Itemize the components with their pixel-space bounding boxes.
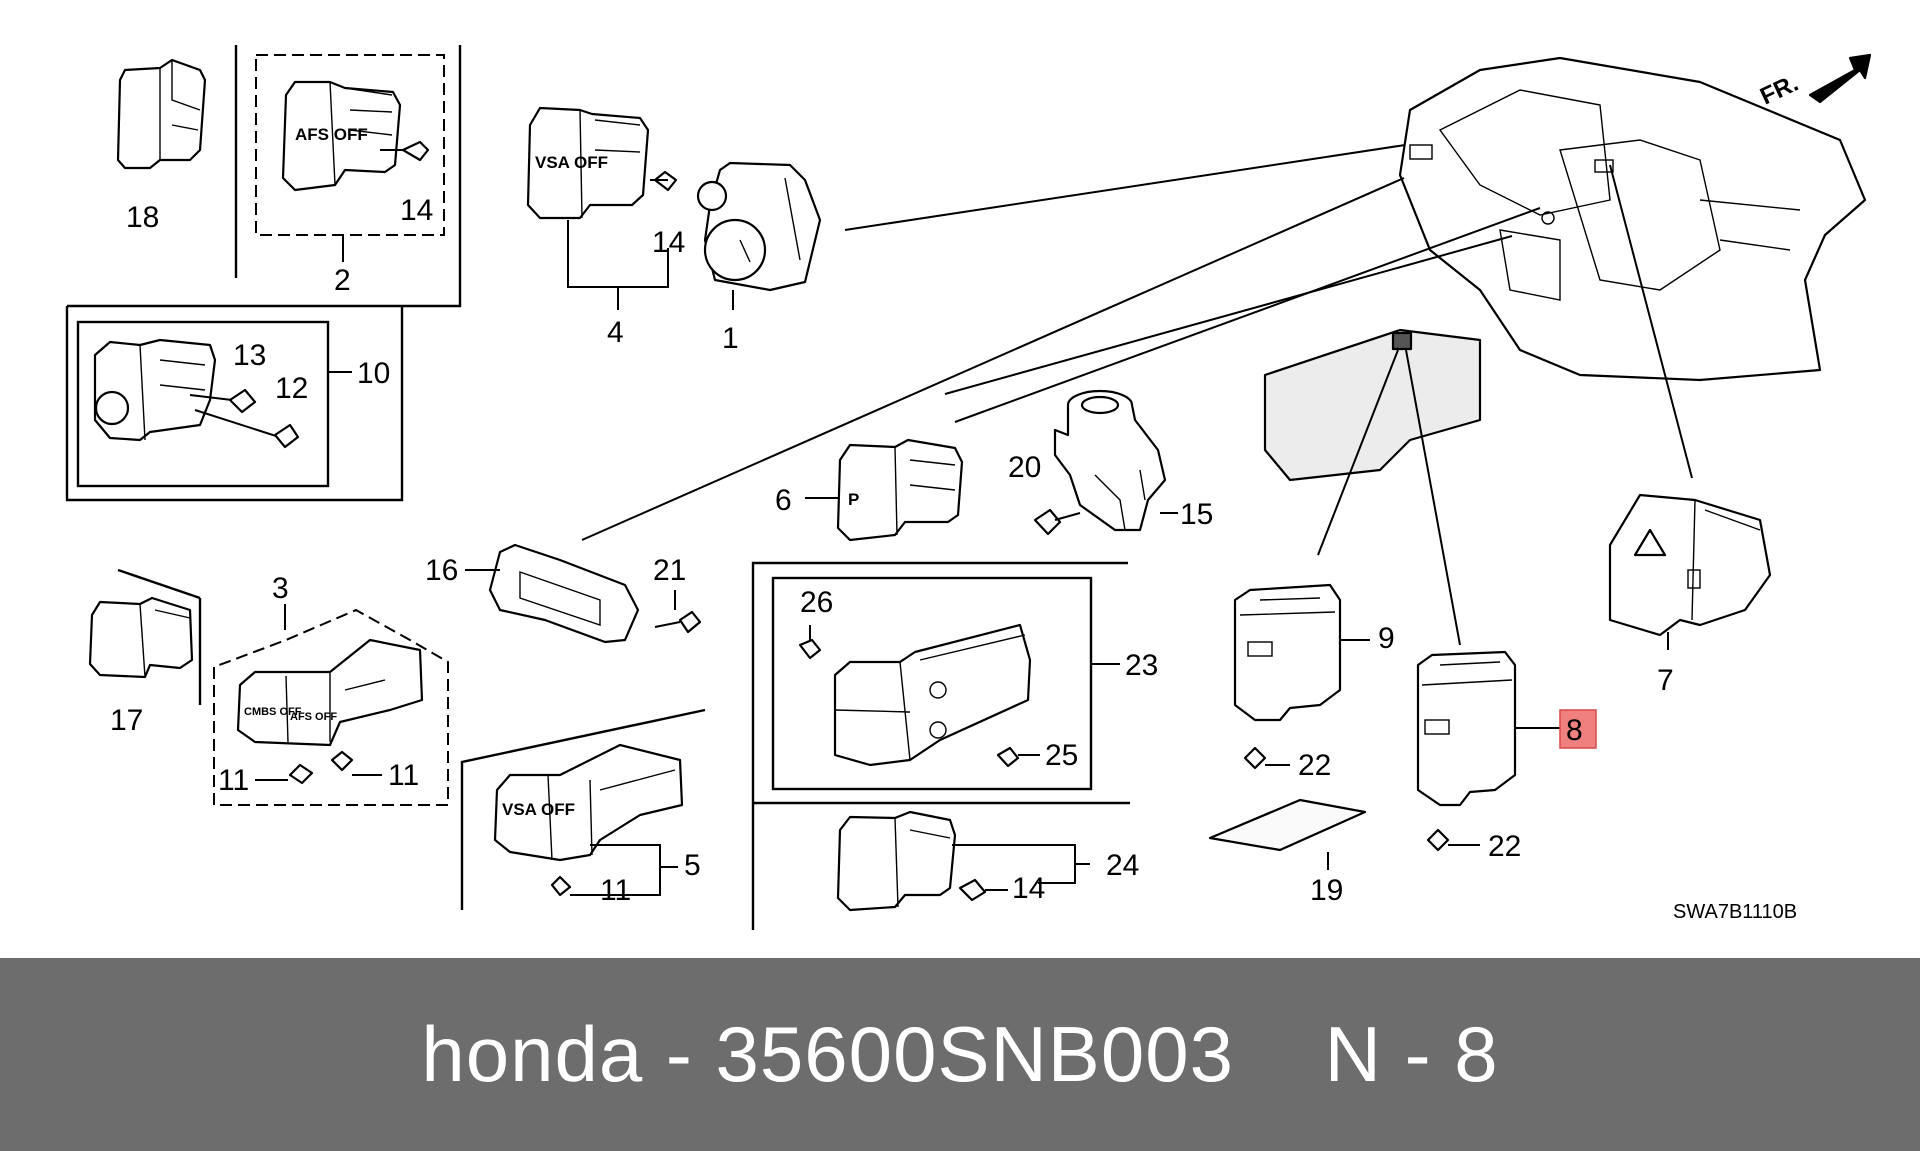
callout-4: 4 — [607, 316, 624, 349]
callout-13: 13 — [233, 339, 266, 372]
part-1-mirror-switch — [696, 144, 1406, 310]
callout-14a: 14 — [400, 194, 433, 227]
callout-21: 21 — [653, 554, 686, 587]
footer-gap — [1234, 1009, 1325, 1100]
callout-7: 7 — [1657, 664, 1674, 697]
callout-16: 16 — [425, 554, 458, 587]
part-17-blank-cap — [88, 596, 194, 679]
afs-off-label: AFS OFF — [295, 125, 368, 144]
callout-10: 10 — [357, 357, 390, 390]
callout-22b: 22 — [1488, 830, 1521, 863]
exploded-parts-diagram: AFS OFF VSA OFF P — [65, 45, 1872, 930]
part-24-fog-switch — [836, 810, 1090, 912]
callout-24: 24 — [1106, 849, 1139, 882]
frame-group-2 — [67, 45, 462, 308]
part-23-switch-pair — [798, 623, 1040, 768]
callout-14b: 14 — [652, 226, 685, 259]
highlight-box-8 — [1559, 709, 1597, 749]
part-10-leveling-switch — [93, 338, 300, 449]
vsa-off-label-4: VSA OFF — [535, 153, 608, 172]
part-2-afs-off-switch: AFS OFF — [281, 80, 430, 192]
callout-9: 9 — [1378, 622, 1395, 655]
callout-25: 25 — [1045, 739, 1078, 772]
cmbs-off-label: CMBS OFF — [244, 706, 302, 718]
callout-17: 17 — [110, 704, 143, 737]
callout-12: 12 — [275, 372, 308, 405]
frame-group-10 — [65, 306, 404, 502]
part-15-ignition-switch — [1033, 389, 1178, 536]
footer-separator: - — [665, 1010, 693, 1098]
part-18-blank-cap — [116, 58, 207, 170]
callout-23: 23 — [1125, 649, 1158, 682]
part-9-switch — [1233, 583, 1370, 770]
diagram-code: SWA7B1110B — [1673, 901, 1797, 923]
callout-20: 20 — [1008, 451, 1041, 484]
callout-11a: 11 — [218, 764, 249, 797]
footer-caption-bar: honda - 35600SNB003 N - 8 — [0, 958, 1920, 1151]
frame-group-23-24 — [751, 561, 1130, 930]
dashboard-illustration — [581, 56, 1867, 541]
vsa-off-label-5: VSA OFF — [502, 800, 575, 819]
footer-part-number: 35600SNB003 — [715, 1010, 1234, 1098]
part-5-vsa-switch: VSA OFF — [493, 743, 684, 897]
front-label: FR. — [1756, 70, 1802, 111]
front-direction-arrow: FR. — [1756, 53, 1872, 111]
footer-brand: honda — [421, 1010, 644, 1098]
callout-6: 6 — [775, 484, 792, 517]
part-8-switch — [1416, 650, 1560, 852]
callout-8: 8 — [1566, 714, 1583, 747]
part-7-hazard-switch — [1608, 493, 1772, 650]
footer-diagram-ref: N - 8 — [1324, 1010, 1499, 1098]
callout-1: 1 — [722, 322, 739, 355]
frame-group-3 — [117, 568, 449, 806]
callout-15: 15 — [1180, 498, 1213, 531]
console-cover — [1263, 328, 1482, 646]
part-16-bezel — [465, 543, 640, 644]
frame-group-5 — [460, 708, 706, 910]
part-19-pad — [1208, 798, 1367, 870]
callout-2: 2 — [334, 264, 351, 297]
callout-26: 26 — [800, 586, 833, 619]
part-3-dual-switch: CMBS OFF AFS OFF — [236, 638, 424, 785]
callout-22a: 22 — [1298, 749, 1331, 782]
callout-19: 19 — [1310, 874, 1343, 907]
part-6-parking-sensor-switch: P — [805, 438, 964, 542]
callout-5: 5 — [684, 849, 701, 882]
callout-11b: 11 — [388, 759, 419, 792]
afs-off-label-3: AFS OFF — [290, 711, 337, 723]
part-21-screw — [654, 590, 702, 634]
callout-3: 3 — [272, 572, 289, 605]
callout-11c: 11 — [600, 874, 631, 907]
part-4-vsa-off-switch: VSA OFF — [526, 106, 678, 310]
callout-14c: 14 — [1012, 872, 1045, 905]
callout-labels: 18 2 14 14 4 1 13 12 10 20 6 15 16 21 3 … — [110, 194, 1797, 923]
callout-18: 18 — [126, 201, 159, 234]
svg-text:P: P — [848, 490, 859, 509]
